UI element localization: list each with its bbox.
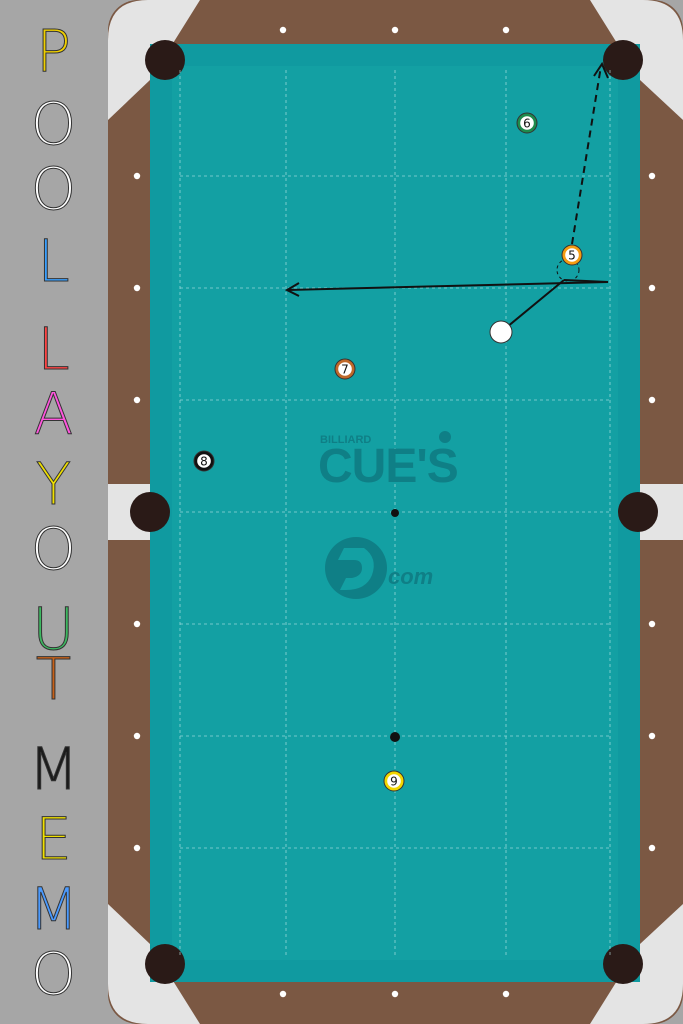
diamond — [133, 396, 141, 404]
pockets — [130, 40, 658, 984]
diamond — [648, 732, 656, 740]
pocket-bottom-left — [145, 944, 185, 984]
watermark-d-letter — [338, 548, 374, 590]
pocket-bottom-right — [603, 944, 643, 984]
ball-6[interactable]: 6 — [516, 112, 538, 134]
title-letter: O — [30, 155, 77, 223]
title-letter: O — [30, 940, 77, 1008]
title-letter: P — [36, 17, 72, 85]
reference-arrow-head — [284, 282, 300, 297]
reference-arrow-line — [286, 281, 609, 291]
ball-5[interactable]: 5 — [561, 244, 583, 266]
diamond — [648, 620, 656, 628]
watermark-small-text: BILLIARD — [320, 434, 371, 446]
ball-number: 8 — [200, 455, 208, 469]
rail-diamonds — [133, 26, 656, 998]
diamond — [133, 844, 141, 852]
watermark-logo: BILLIARD CUE'S com — [318, 431, 459, 599]
ghost-ball — [556, 258, 580, 282]
pocket-top-right — [603, 40, 643, 80]
ball-number: 9 — [390, 775, 398, 789]
shot-path — [284, 61, 609, 333]
ball-number: 6 — [523, 117, 531, 131]
pocket-middle-right — [618, 492, 658, 532]
title-letter: O — [30, 515, 77, 583]
title-letter: Y — [35, 450, 72, 518]
title-letter: E — [35, 805, 73, 873]
diamond — [391, 26, 399, 34]
diamond — [279, 26, 287, 34]
watermark-big-text: CUE'S — [318, 440, 458, 493]
title-letter: L — [37, 315, 70, 383]
diamond — [648, 396, 656, 404]
diamond — [133, 620, 141, 628]
title-letter: M — [28, 735, 79, 803]
diamond — [502, 26, 510, 34]
ball-7[interactable]: 7 — [334, 358, 356, 380]
title-letter: M — [28, 875, 79, 943]
diamond — [133, 284, 141, 292]
object-ball-arrow-head — [593, 61, 609, 79]
diamond — [648, 284, 656, 292]
diamond — [133, 172, 141, 180]
diamond — [133, 732, 141, 740]
diamond — [648, 172, 656, 180]
foot-spot — [390, 732, 400, 742]
title-letter: O — [30, 90, 77, 158]
pocket-middle-left — [130, 492, 170, 532]
title-letter: L — [37, 227, 70, 295]
diamond — [279, 990, 287, 998]
diamond — [391, 990, 399, 998]
diamond — [502, 990, 510, 998]
ball-8[interactable]: 8 — [193, 450, 215, 472]
diamond — [648, 844, 656, 852]
title-letter: T — [35, 645, 72, 713]
balls-layer[interactable]: 5 6 7 8 9 — [193, 112, 583, 792]
watermark-dcom-text: com — [388, 564, 433, 589]
object-ball-path — [571, 65, 602, 245]
cue-ball-path — [500, 279, 565, 333]
ball-number: 5 — [568, 249, 576, 263]
title-letter: A — [33, 380, 74, 448]
ball-9[interactable]: 9 — [383, 770, 405, 792]
watermark-d-logo-icon — [325, 537, 387, 599]
watermark-ball-icon — [439, 431, 451, 443]
cue-ball[interactable] — [489, 320, 513, 344]
title-letter: U — [32, 595, 75, 663]
pocket-top-left — [145, 40, 185, 80]
center-spot — [391, 509, 399, 517]
ball-number: 7 — [341, 363, 349, 377]
